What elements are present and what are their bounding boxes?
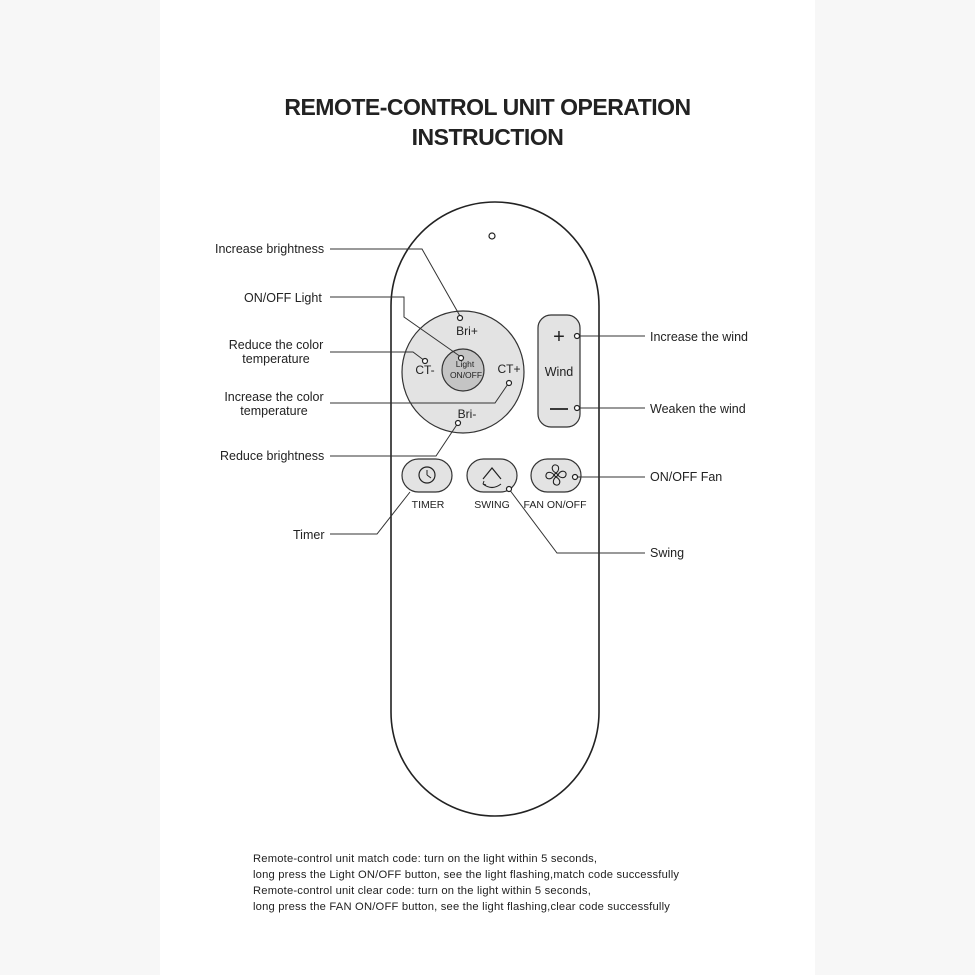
callout-increase-ct: Increase the color temperature xyxy=(224,390,324,418)
title-line-1: REMOTE-CONTROL UNIT OPERATION xyxy=(284,94,691,120)
fan-label: FAN ON/OFF xyxy=(524,499,587,511)
leader-increase-brightness xyxy=(330,248,461,317)
note-line-3: Remote-control unit clear code: turn on … xyxy=(253,885,592,897)
indicator-led-icon xyxy=(488,232,496,240)
callout-onoff-fan: ON/OFF Fan xyxy=(650,470,723,484)
leader-reduce-ct xyxy=(330,351,426,362)
clock-icon xyxy=(418,466,436,484)
ct-minus-button[interactable]: CT- xyxy=(415,363,434,377)
light-center-label-1: Light xyxy=(456,359,475,369)
leader-onoff-light xyxy=(330,296,462,358)
ct-plus-button[interactable]: CT+ xyxy=(497,362,520,376)
callout-reduce-brightness: Reduce brightness xyxy=(220,449,325,463)
light-onoff-button[interactable] xyxy=(441,348,485,392)
callout-timer: Timer xyxy=(293,528,325,542)
light-center-label-2: ON/OFF xyxy=(450,370,482,380)
note-line-1: Remote-control unit match code: turn on … xyxy=(253,853,598,865)
fan-icon xyxy=(545,464,567,486)
bri-plus-button[interactable]: Bri+ xyxy=(456,324,478,338)
wind-plus-button[interactable]: + xyxy=(553,326,565,348)
wind-rocker[interactable] xyxy=(537,314,581,428)
callout-weaken-wind: Weaken the wind xyxy=(650,402,746,416)
title-line-2: INSTRUCTION xyxy=(411,124,564,150)
instruction-notes: Remote-control unit match code: turn on … xyxy=(253,851,813,915)
callout-increase-brightness: Increase brightness xyxy=(215,242,325,256)
callout-onoff-light: ON/OFF Light xyxy=(244,291,322,305)
note-line-4: long press the FAN ON/OFF button, see th… xyxy=(253,901,671,913)
swing-label: SWING xyxy=(474,499,510,511)
wind-label: Wind xyxy=(545,365,574,379)
callout-reduce-ct: Reduce the color temperature xyxy=(228,338,324,366)
callout-swing: Swing xyxy=(650,546,685,560)
leader-increase-ct xyxy=(330,383,509,404)
swing-icon xyxy=(482,467,502,489)
leader-reduce-brightness xyxy=(330,422,459,457)
swing-button[interactable] xyxy=(466,458,518,493)
callout-dots xyxy=(421,314,581,493)
bri-minus-button[interactable]: Bri- xyxy=(458,407,477,421)
leader-swing xyxy=(508,488,645,554)
page-title: REMOTE-CONTROL UNIT OPERATION INSTRUCTIO… xyxy=(0,92,975,152)
fan-onoff-button[interactable] xyxy=(530,458,582,493)
timer-label: TIMER xyxy=(412,499,445,511)
callout-increase-wind: Increase the wind xyxy=(650,330,748,344)
leader-timer xyxy=(330,491,411,535)
note-line-2: long press the Light ON/OFF button, see … xyxy=(253,869,680,881)
